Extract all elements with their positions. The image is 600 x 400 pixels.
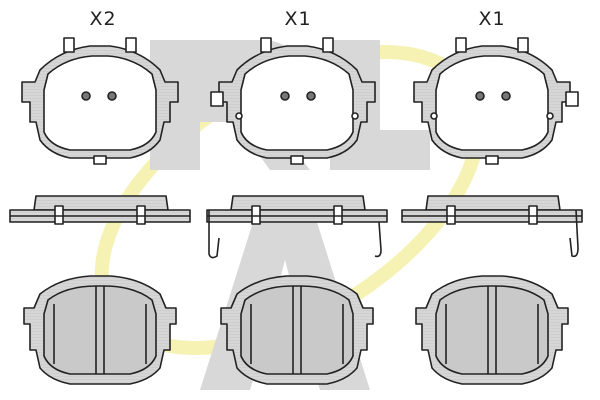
quantity-label-left: X2 — [89, 8, 117, 30]
brake-pad-side-right — [401, 195, 583, 258]
brake-pad-back-center — [220, 275, 374, 385]
spring-clip-icon — [208, 210, 220, 259]
brake-pad-back-left — [23, 275, 177, 385]
spring-clip-icon — [569, 209, 579, 258]
brake-pad-front-left — [21, 37, 179, 165]
brake-pad-front-right — [413, 37, 579, 165]
wear-sensor-icon — [210, 91, 224, 107]
brake-pad-front-center — [210, 37, 376, 165]
quantity-label-right: X1 — [478, 8, 506, 30]
quantity-label-center: X1 — [284, 8, 312, 30]
brake-pad-side-left — [9, 195, 191, 225]
brake-pad-side-center — [206, 195, 388, 259]
spring-clip-icon — [374, 221, 382, 258]
wear-sensor-icon — [565, 91, 579, 107]
brake-pad-back-right — [415, 275, 569, 385]
